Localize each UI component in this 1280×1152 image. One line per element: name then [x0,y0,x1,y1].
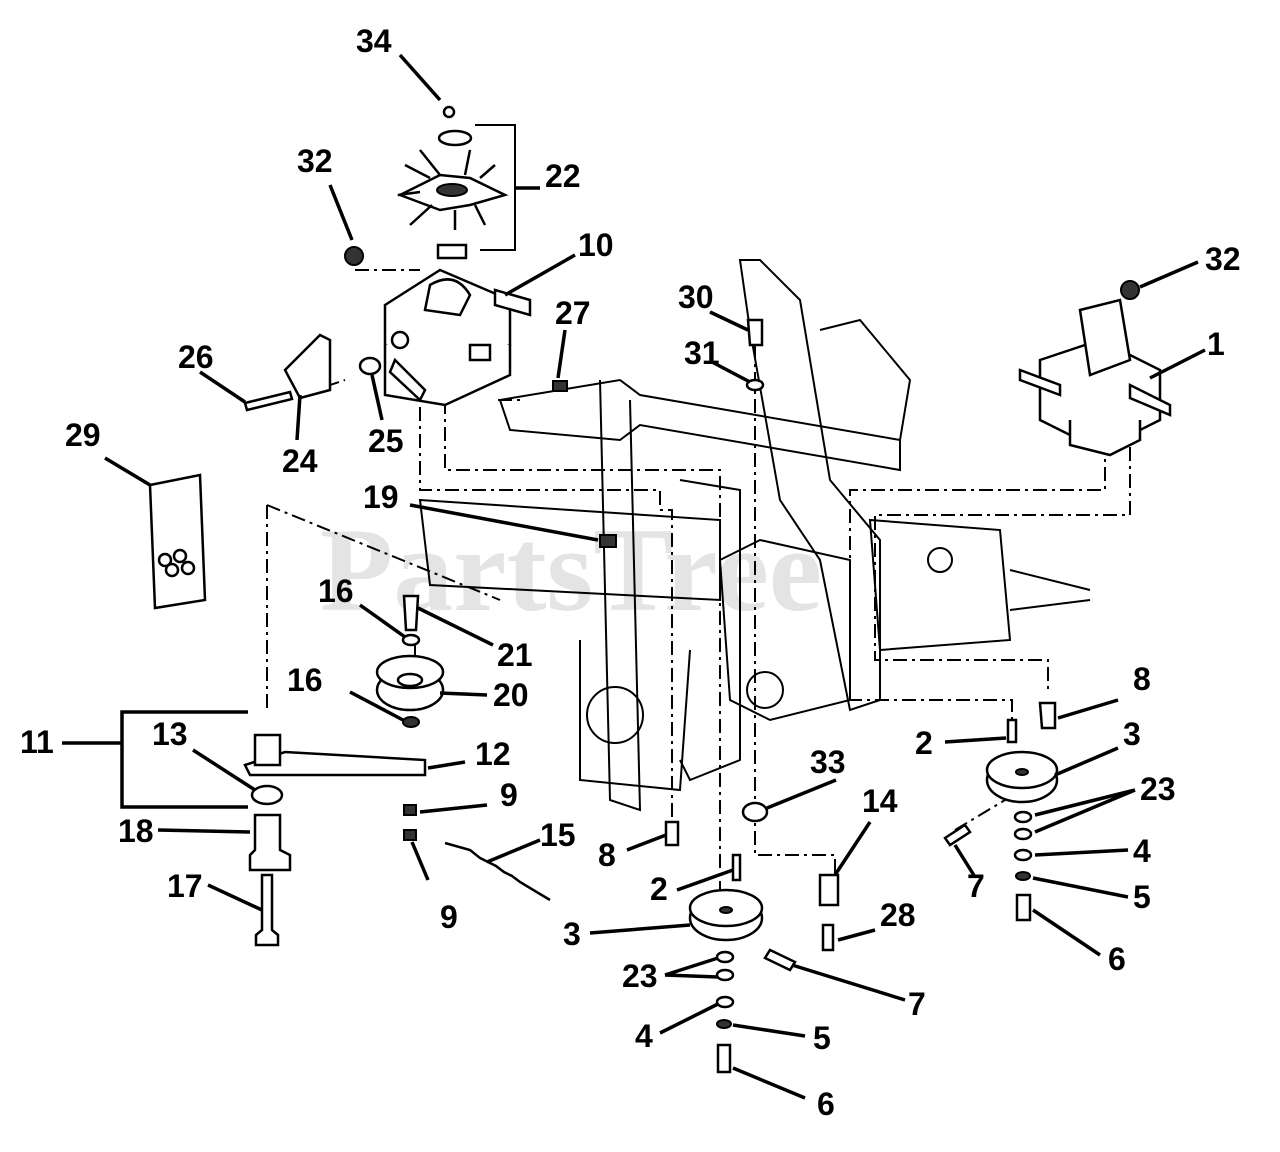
callout-9-top: 9 [500,777,518,813]
callout-4-center: 4 [635,1018,653,1054]
part-30-bolt [746,318,764,347]
callout-3-center: 3 [563,916,581,952]
callout-3-right: 3 [1123,716,1141,752]
callout-25: 25 [368,423,404,459]
part-4-washer-center [715,995,735,1009]
callout-19: 19 [363,479,399,515]
callout-15: 15 [540,817,576,853]
callout-30: 30 [678,279,714,315]
callout-23-center: 23 [622,958,658,994]
callout-10: 10 [578,227,614,263]
callout-24: 24 [282,443,318,479]
part-32-nut-right [1120,280,1140,300]
part-2-key-center [731,853,742,882]
callout-28: 28 [880,897,916,933]
part-17-bolt [254,873,280,947]
callout-23-right: 23 [1140,771,1176,807]
callout-32-left: 32 [297,143,333,179]
callout-13: 13 [152,716,188,752]
callout-17: 17 [167,868,203,904]
callout-21: 21 [497,637,533,673]
callout-16-bottom: 16 [287,662,323,698]
part-8-bolt-right [1038,701,1057,730]
part-6-bolt-center [716,1043,732,1074]
part-19-nut [599,534,617,548]
part-13-bushing [250,784,284,806]
part-16-washer-bottom [402,716,420,728]
part-9-nut-top [403,804,417,816]
part-8-bolt-center [664,820,680,847]
part-7-screw-center [763,948,797,972]
callout-1: 1 [1207,326,1225,362]
part-23-washer-center-2 [715,968,735,982]
part-6-bolt-right [1015,893,1032,922]
part-16-washer-top [401,633,421,647]
part-27-nut [552,380,568,392]
callout-16-top: 16 [318,573,354,609]
callout-32-right: 32 [1205,241,1241,277]
part-29-decal [148,473,207,610]
callout-9-bottom: 9 [440,899,458,935]
part-20-idler-pulley [375,654,445,712]
callout-33: 33 [810,744,846,780]
part-7-screw-right [943,823,972,847]
part-2-key-right [1006,718,1018,744]
callout-29: 29 [65,417,101,453]
part-12-arm-hub [253,733,282,767]
part-9-nut-bottom [403,829,417,841]
part-10-pump [383,268,532,407]
leader-lines [62,53,1206,1100]
callout-14: 14 [862,783,898,819]
callout-4-right: 4 [1133,833,1151,869]
callout-20: 20 [493,677,529,713]
part-5-lockwasher-right [1015,871,1031,881]
part-14-coupling [818,873,840,907]
callout-2-right: 2 [915,725,933,761]
callout-18: 18 [118,813,154,849]
part-3-pulley-center [688,888,764,942]
callout-6-center: 6 [817,1086,835,1122]
callout-11: 11 [20,724,54,760]
watermark: PartsTree [320,503,822,636]
part-25-spacer [358,356,382,376]
callout-8-right: 8 [1133,661,1151,697]
part-22-fan [396,129,509,260]
callout-8-center: 8 [598,837,616,873]
callout-31: 31 [684,335,720,371]
part-5-lockwasher-center [716,1019,732,1029]
part-23-washer-center-1 [715,950,735,964]
part-18-pivot [248,813,292,872]
callout-7-center: 7 [908,986,926,1022]
callout-27: 27 [555,295,591,331]
part-3-pulley-right [985,750,1059,804]
part-23-washer-right-1 [1013,810,1033,824]
part-21-bolt [402,594,420,632]
callout-22: 22 [545,158,581,194]
part-34-nut [442,105,456,119]
part-24-bracket [283,333,332,400]
callout-12: 12 [475,736,511,772]
callouts: 34 22 32 10 27 26 24 25 29 30 31 32 1 19… [20,23,1241,1122]
callout-7-right: 7 [967,868,985,904]
assembly-lines [266,269,1131,900]
part-1-pump [1018,298,1172,457]
callout-5-center: 5 [813,1020,831,1056]
callout-6-right: 6 [1108,941,1126,977]
part-4-washer-right [1013,848,1033,862]
part-23-washer-right-2 [1013,827,1033,841]
part-28-bolt [821,923,835,952]
callout-26: 26 [178,339,214,375]
part-32-nut-left [344,246,364,266]
part-31-washer [745,378,765,392]
callout-5-right: 5 [1133,879,1151,915]
part-26-bolt [243,390,294,412]
part-15-spring [444,841,551,902]
callout-2-center: 2 [650,871,668,907]
callout-34: 34 [356,23,392,59]
part-33-spacer [741,801,769,823]
